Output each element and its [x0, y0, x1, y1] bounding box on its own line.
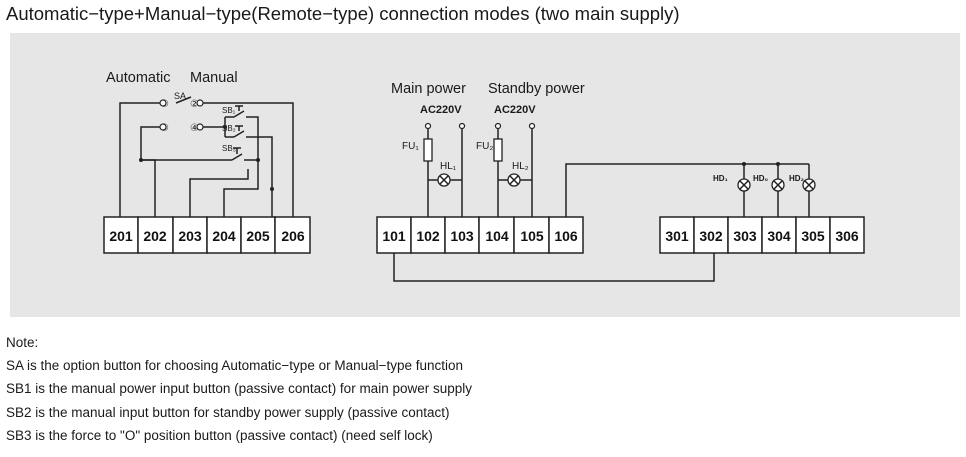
note-line-sb3: SB3 is the force to "O" position button … [6, 427, 433, 443]
terminal-205 [240, 216, 276, 254]
terminal-203-label: 203 [178, 228, 202, 244]
terminal-105-label: 105 [520, 228, 544, 244]
terminal-202-label: 202 [143, 228, 167, 244]
hd0-label: HD₀ [753, 174, 769, 183]
terminal-block-100: 101 102 103 104 105 106 [376, 216, 584, 254]
terminal-206 [274, 216, 311, 254]
terminal-201-label: 201 [109, 228, 133, 244]
terminal-101-label: 101 [382, 228, 406, 244]
hl1-label: HL₁ [440, 161, 457, 172]
terminal-306 [829, 216, 865, 254]
fu2-label: FU₂ [476, 141, 493, 152]
terminal-304-label: 304 [767, 228, 791, 244]
terminal-106-label: 106 [554, 228, 578, 244]
terminal-305 [795, 216, 831, 254]
terminal-205-label: 205 [246, 228, 270, 244]
contact-4-label: ④ [190, 123, 199, 134]
terminal-302 [693, 216, 729, 254]
terminal-block-200: 201 202 203 204 205 206 [103, 216, 311, 254]
note-line-sa: SA is the option button for choosing Aut… [6, 358, 464, 374]
control-wiring [119, 99, 294, 217]
terminal-303 [727, 216, 763, 254]
terminal-103-label: 103 [450, 228, 474, 244]
terminal-306-label: 306 [835, 228, 859, 244]
terminal-103 [444, 216, 480, 254]
terminal-106 [548, 216, 584, 254]
standby-ac-label: AC220V [494, 104, 536, 116]
notes-section: Note: SA is the option button for choosi… [6, 331, 472, 447]
power-wiring [393, 122, 809, 282]
sb1-label: SB₁ [222, 106, 236, 115]
terminal-101 [376, 216, 412, 254]
contact-2-label: ② [190, 99, 199, 110]
terminal-304 [761, 216, 797, 254]
main-ac-label: AC220V [420, 104, 462, 116]
sb3-label: SB₃ [222, 144, 236, 153]
hd1-label: HD₁ [713, 174, 729, 183]
main-power-label: Main power [391, 81, 466, 97]
note-line-sb2: SB2 is the manual input button for stand… [6, 404, 450, 420]
wiring-diagram: Automatic Manual SA ① ② ③ ④ SB₁ SB₂ SB₃ [10, 33, 960, 317]
terminal-203 [172, 216, 208, 254]
terminal-102-label: 102 [416, 228, 440, 244]
indicator-wiring [737, 162, 816, 217]
terminal-305-label: 305 [801, 228, 825, 244]
sa-switch-lever [175, 96, 192, 104]
standby-power-label: Standby power [488, 81, 585, 97]
sa-label: SA [174, 91, 186, 101]
terminal-301-label: 301 [665, 228, 689, 244]
terminal-303-label: 303 [733, 228, 757, 244]
sb2-label: SB₂ [222, 124, 236, 133]
terminal-204 [206, 216, 242, 254]
note-line-sb1: SB1 is the manual power input button (pa… [6, 381, 472, 397]
fu1-label: FU₁ [402, 141, 419, 152]
terminal-block-300: 301 302 303 304 305 306 [659, 216, 865, 254]
terminal-204-label: 204 [212, 228, 236, 244]
terminal-104-label: 104 [485, 228, 509, 244]
terminal-206-label: 206 [281, 228, 305, 244]
automatic-label: Automatic [106, 70, 170, 86]
hd2-label: HD₂ [789, 174, 805, 183]
terminal-301 [659, 216, 695, 254]
manual-label: Manual [190, 70, 238, 86]
wiring-diagram-svg: Automatic Manual SA ① ② ③ ④ SB₁ SB₂ SB₃ [103, 70, 865, 282]
terminal-302-label: 302 [699, 228, 723, 244]
hl2-label: HL₂ [512, 161, 529, 172]
page-title: Automatic−type+Manual−type(Remote−type) … [6, 3, 680, 24]
notes-heading: Note: [6, 335, 39, 350]
terminal-104 [478, 216, 515, 254]
